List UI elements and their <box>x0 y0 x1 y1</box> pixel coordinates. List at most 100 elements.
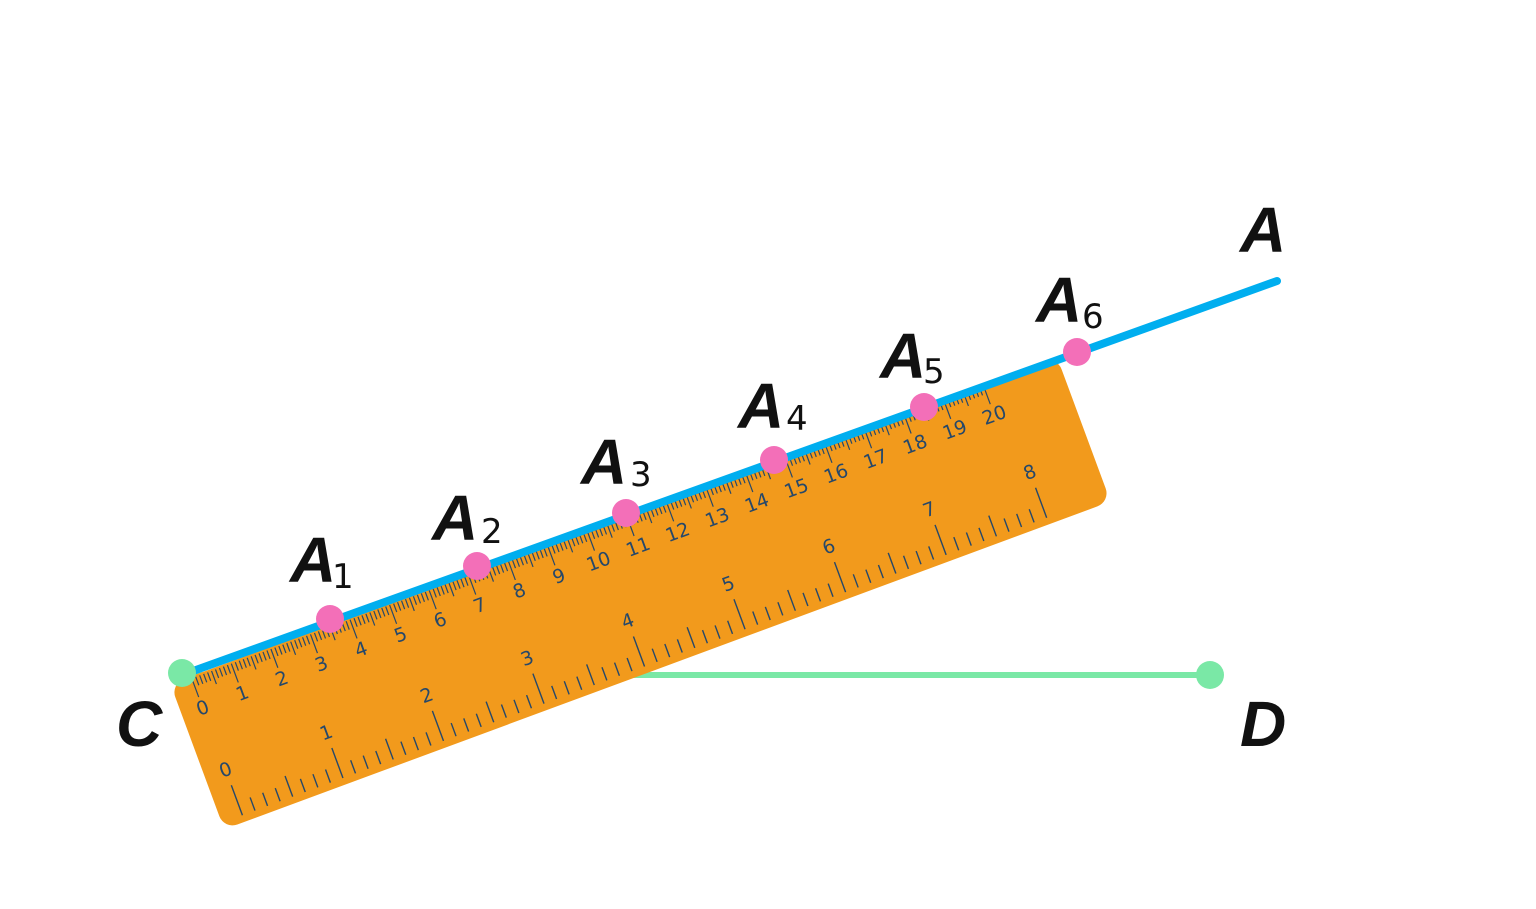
ruler-mm-tick <box>666 502 675 522</box>
ruler-inch-tick <box>877 564 884 579</box>
label-a6-index: 6 <box>1082 297 1104 337</box>
ruler-inch-tick <box>563 680 570 695</box>
point-d[interactable] <box>1196 661 1224 689</box>
ruler-inch-tick <box>500 704 507 718</box>
ruler-inch-tick <box>902 555 910 570</box>
ruler-mm-tick <box>436 587 441 597</box>
ruler-inch-tick <box>230 784 244 816</box>
ruler-inch-tick <box>431 710 445 742</box>
ruler-inch-tick <box>887 552 897 574</box>
ruler-mm-tick <box>305 635 311 645</box>
ruler-mm-tick <box>555 543 560 553</box>
ruler-mm-tick <box>519 556 524 566</box>
ruler-mm-tick <box>222 666 228 676</box>
ruler-inch-tick <box>350 760 357 774</box>
ruler-inch-tick <box>1003 518 1010 532</box>
ruler-mm-tick <box>242 659 247 668</box>
ruler-inch-tick <box>551 685 558 700</box>
ruler-mm-tick <box>527 553 534 568</box>
ruler-inch-tick <box>274 787 281 802</box>
ruler-inch-tick <box>1016 513 1023 528</box>
ruler-mm-tick <box>203 673 208 683</box>
point-c[interactable] <box>168 659 196 687</box>
ruler-inch-tick <box>425 732 432 746</box>
point-a5[interactable] <box>910 393 938 421</box>
ruler-mm-tick <box>294 640 299 649</box>
ruler-mm-tick <box>594 528 600 538</box>
ray-ca <box>178 277 1281 679</box>
ruler-inch-tick <box>450 722 457 737</box>
ruler-mm-tick <box>515 558 520 567</box>
ruler-mm-tick <box>495 565 501 575</box>
label-a4-letter: A <box>736 370 784 442</box>
ruler-mm-tick <box>551 544 556 554</box>
ruler-mm-tick <box>567 538 574 553</box>
label-c: C <box>116 688 163 760</box>
ruler-inch-tick <box>953 536 960 551</box>
ruler-inch-tick <box>752 611 759 625</box>
ruler-inch-tick <box>676 639 683 653</box>
ruler-mm-tick <box>428 590 437 610</box>
ruler-mm-tick <box>278 645 283 655</box>
ruler-inch-tick <box>525 694 533 709</box>
ruler-mm-tick <box>432 588 437 598</box>
ruler-mm-tick <box>531 552 536 562</box>
ruler-mm-tick <box>274 647 279 657</box>
label-a1-letter: A <box>288 524 336 596</box>
ruler-mm-tick <box>361 615 366 624</box>
label-a1-index: 1 <box>332 557 354 597</box>
label-a6-letter: A <box>1034 264 1082 336</box>
ruler-inch-tick <box>827 583 834 597</box>
ruler-inch-tick <box>375 750 382 765</box>
point-a3[interactable] <box>612 499 640 527</box>
ruler-inch-tick <box>613 662 621 677</box>
ruler-mm-tick <box>309 634 319 654</box>
label-a3-index: 3 <box>630 455 652 495</box>
ruler-mm-tick <box>218 667 224 677</box>
label-a5-index: 5 <box>923 352 945 392</box>
ruler-mm-tick <box>424 591 429 601</box>
ruler-inch-tick <box>777 601 784 616</box>
ruler-mm-tick <box>408 597 415 612</box>
ruler-inch-tick <box>865 569 872 584</box>
point-a4[interactable] <box>760 446 788 474</box>
ruler-mm-tick <box>511 559 517 569</box>
ruler-inch-tick <box>299 778 306 793</box>
ruler-inch-tick <box>384 738 394 760</box>
ruler-mm-tick <box>298 638 303 648</box>
point-a1[interactable] <box>316 605 344 633</box>
ruler-mm-tick <box>416 594 422 604</box>
ruler-inch-tick <box>934 524 947 556</box>
ruler-mm-tick <box>270 648 279 668</box>
ruler-mm-tick <box>250 656 257 670</box>
ruler-mm-tick <box>230 663 239 683</box>
ruler-mm-tick <box>266 650 271 660</box>
ruler-mm-tick <box>571 537 576 547</box>
ruler-mm-tick <box>440 585 445 595</box>
ruler-mm-tick <box>420 593 426 603</box>
point-a6[interactable] <box>1063 338 1091 366</box>
ruler-inch-tick <box>701 629 709 644</box>
ruler-mm-tick <box>282 644 287 654</box>
label-a2-letter: A <box>430 482 478 554</box>
ruler-mm-tick <box>210 670 217 685</box>
ruler-mm-tick <box>345 620 350 630</box>
ruler-mm-tick <box>254 654 259 664</box>
label-a3-letter: A <box>579 426 627 498</box>
ruler-inch-tick <box>1028 508 1035 523</box>
ruler-mm-tick <box>234 661 239 671</box>
ruler-mm-tick <box>575 536 580 545</box>
ruler-mm-tick <box>238 660 243 670</box>
ruler-body <box>174 360 1107 826</box>
ruler-inch-tick <box>324 769 332 783</box>
ruler-mm-tick <box>543 547 548 557</box>
ruler-mm-tick <box>349 619 358 639</box>
point-a2[interactable] <box>463 552 491 580</box>
ruler-mm-tick <box>579 534 584 544</box>
ruler-inch-tick <box>475 713 482 728</box>
ruler-inch-tick <box>1034 487 1048 518</box>
ruler-inch-tick <box>664 643 671 658</box>
ruler-mm-tick <box>226 664 232 674</box>
ruler-inch-tick <box>576 676 583 690</box>
